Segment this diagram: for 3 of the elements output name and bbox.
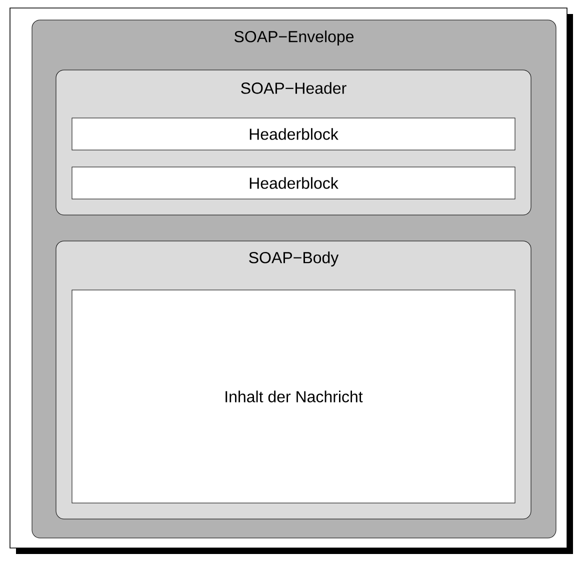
content-box: Inhalt der Nachricht [72,290,516,504]
content-box: Headerblock [72,118,516,150]
content-box: Headerblock [72,166,516,200]
